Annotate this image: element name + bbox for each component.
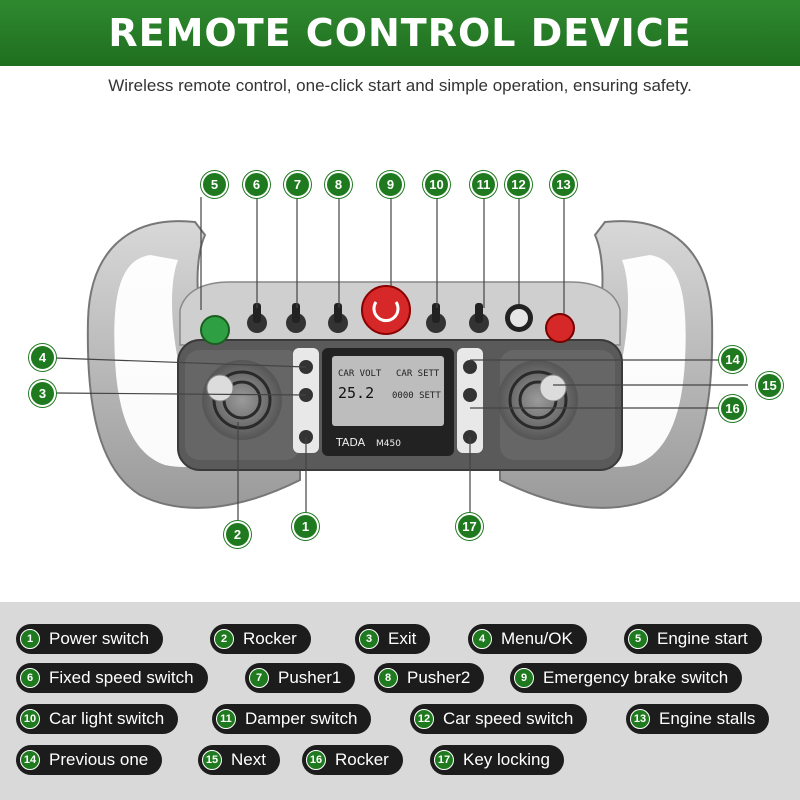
engine-start-button [200,315,230,345]
right-handle-hole [545,255,686,468]
lcd-text-3: 0000 SETT [392,391,441,401]
callout-16: 16 [719,395,746,422]
leader-lines [54,197,748,520]
page-title: REMOTE CONTROL DEVICE [108,11,692,55]
callout-11: 11 [470,171,497,198]
callout-5: 5 [201,171,228,198]
lcd-text-2: CAR SETT [396,369,440,379]
callout-3: 3 [29,380,56,407]
title-banner: REMOTE CONTROL DEVICE [0,0,800,66]
lcd-volt: 25.2 [338,384,374,402]
left-joystick-knob [206,374,234,402]
callout-4: 4 [29,344,56,371]
left-handle-hole [114,255,255,468]
callout-17: 17 [456,513,483,540]
callout-15: 15 [756,372,783,399]
device-illustration: CAR VOLT CAR SETT 25.2 0000 SETT TADA M4… [0,160,800,560]
subtitle: Wireless remote control, one-click start… [108,76,692,95]
callout-6: 6 [243,171,270,198]
engine-stall-button [545,313,575,343]
callout-1: 1 [292,513,319,540]
callout-14: 14 [719,346,746,373]
callout-10: 10 [423,171,450,198]
remote-device-drawing: CAR VOLT CAR SETT 25.2 0000 SETT TADA M4… [54,197,748,520]
callout-12: 12 [505,171,532,198]
toggle-switches [247,303,489,333]
callout-2: 2 [224,521,251,548]
lcd-text-1: CAR VOLT [338,369,382,379]
callout-8: 8 [325,171,352,198]
callout-13: 13 [550,171,577,198]
right-joystick-knob [539,374,567,402]
brand-label: TADA [335,436,366,449]
emergency-stop-button [361,285,411,335]
callout-9: 9 [377,171,404,198]
lcd-screen [332,356,444,426]
model-label: M450 [376,439,401,449]
callout-7: 7 [284,171,311,198]
